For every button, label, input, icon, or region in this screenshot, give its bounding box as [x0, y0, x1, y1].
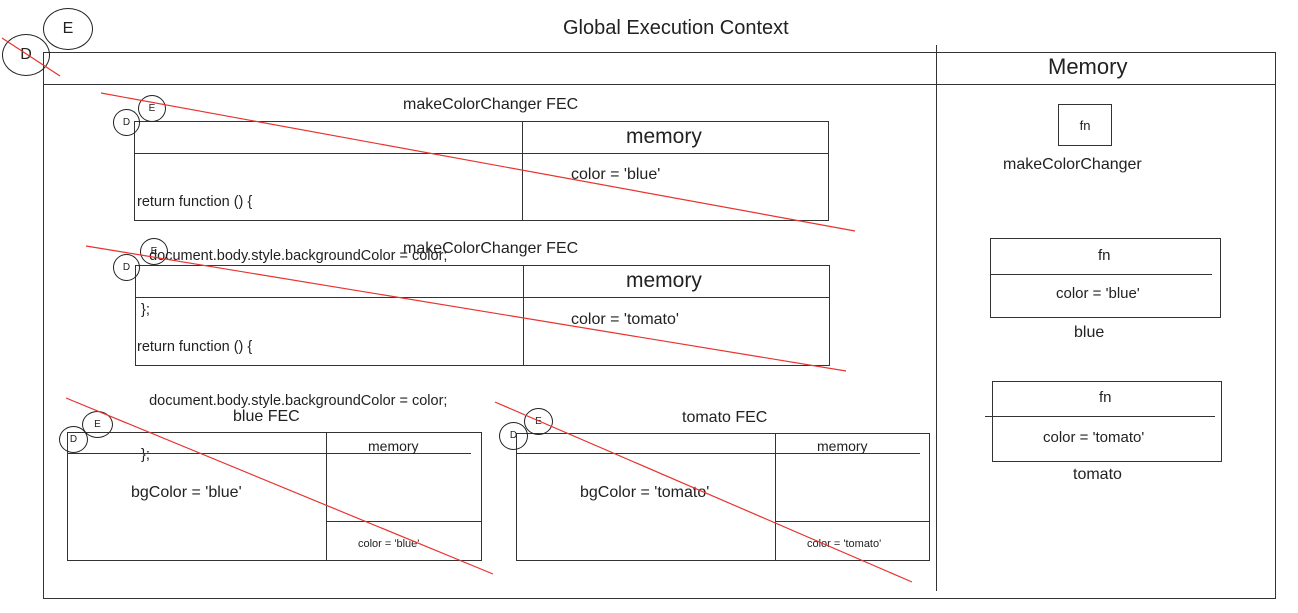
make-fec-1-memory-label: memory: [626, 125, 702, 148]
make-fec-1-memory-value: color = 'blue': [571, 166, 661, 183]
global-e-marker: E: [43, 8, 93, 50]
global-context-frame: [43, 52, 1276, 599]
blue-closure-divider: [990, 274, 1212, 275]
make-fec-1-title: makeColorChanger FEC: [403, 96, 579, 113]
tomato-closure-box: [992, 381, 1222, 462]
global-context-title: Global Execution Context: [563, 17, 789, 39]
blue-fec-box: [67, 432, 482, 561]
blue-fec-e-marker: E: [82, 411, 113, 438]
tomato-closure-fn-label: fn: [1099, 389, 1112, 406]
tomato-closure-divider: [985, 416, 1215, 417]
tomato-fec-memory-label: memory: [817, 438, 868, 454]
blue-fec-memory-label: memory: [368, 438, 419, 454]
code-line: return function () {: [137, 339, 253, 355]
blue-fec-closure-value: color = 'blue': [358, 538, 420, 550]
global-header-divider: [43, 84, 1275, 85]
tomato-fec-title: tomato FEC: [682, 409, 768, 426]
blue-closure-box: [990, 238, 1221, 318]
blue-closure-name: blue: [1074, 324, 1105, 341]
blue-fec-body: bgColor = 'blue': [131, 484, 242, 501]
tomato-fec-closure-value: color = 'tomato': [807, 538, 882, 550]
make-fec-2-header-divider: [135, 297, 829, 298]
tomato-fec-closure-divider: [775, 521, 930, 522]
blue-fec-memory-divider: [326, 432, 327, 560]
global-memory-divider: [936, 45, 937, 591]
make-fec-2-memory-value: color = 'tomato': [571, 311, 679, 328]
code-line: document.body.style.backgroundColor = co…: [137, 248, 448, 264]
code-line: return function () {: [137, 194, 253, 210]
global-d-marker: D: [2, 34, 50, 76]
tomato-fec-body: bgColor = 'tomato': [580, 484, 710, 501]
make-color-changer-label: makeColorChanger: [1003, 156, 1142, 173]
tomato-closure-value: color = 'tomato': [1043, 429, 1145, 446]
make-fec-2-memory-divider: [523, 265, 524, 365]
tomato-fec-e-marker: E: [524, 408, 553, 435]
make-fec-1-header-divider: [134, 153, 828, 154]
blue-closure-value: color = 'blue': [1056, 285, 1140, 302]
tomato-fec-d-marker: D: [499, 422, 528, 450]
tomato-closure-name: tomato: [1073, 466, 1122, 483]
global-memory-header: Memory: [1048, 54, 1128, 79]
blue-closure-fn-label: fn: [1098, 247, 1111, 264]
make-fec-2-title: makeColorChanger FEC: [403, 240, 579, 257]
tomato-fec-memory-divider: [775, 433, 776, 560]
make-fec-1-d-marker: D: [113, 109, 140, 136]
blue-fec-closure-divider: [326, 521, 482, 522]
blue-fec-title: blue FEC: [233, 408, 300, 425]
make-fec-2-d-marker: D: [113, 254, 140, 281]
make-fec-2-e-marker: E: [140, 238, 168, 265]
make-color-changer-fn-box: fn: [1058, 104, 1112, 146]
make-fec-1-e-marker: E: [138, 95, 166, 122]
make-fec-1-memory-divider: [522, 121, 523, 220]
make-fec-2-memory-label: memory: [626, 269, 702, 292]
